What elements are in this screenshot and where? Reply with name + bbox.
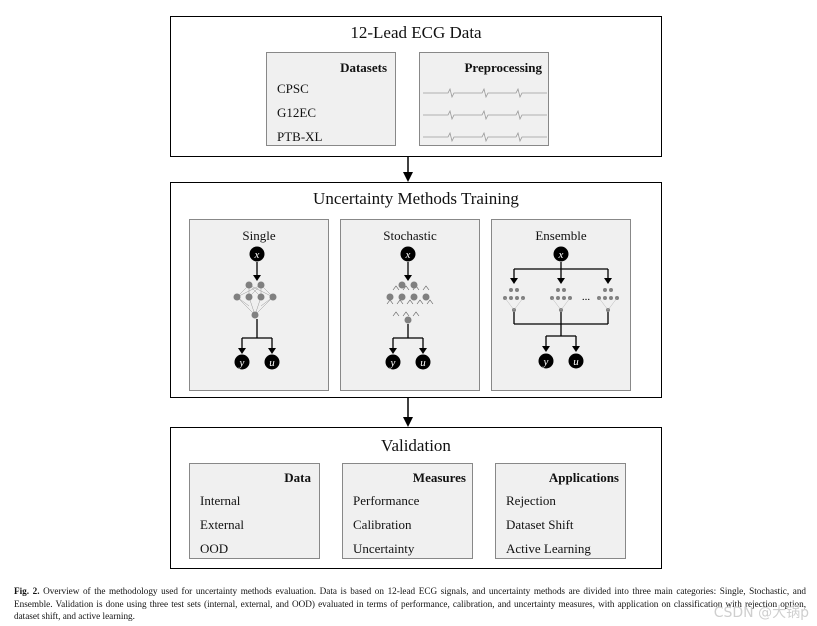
validation-measures-title: Measures [412, 470, 466, 485]
datasets-title: Datasets [340, 60, 387, 75]
output-node-y [385, 354, 401, 370]
input-node-x [400, 246, 416, 262]
validation-applications-title: Applications [548, 470, 619, 485]
training-title: Uncertainty Methods Training [313, 189, 519, 208]
stochastic-method-panel: Stochastic x y u [340, 219, 480, 391]
stochastic-network-diagram: x y u [385, 246, 434, 370]
single-method-title: Single [242, 228, 276, 243]
figure-caption: Fig. 2. Overview of the methodology used… [14, 585, 806, 623]
output-node-y [538, 353, 554, 369]
figure-caption-text: Overview of the methodology used for unc… [14, 586, 806, 621]
preprocessing-title: Preprocessing [464, 60, 542, 75]
dataset-item: G12EC [277, 105, 316, 120]
stochastic-method-title: Stochastic [383, 228, 437, 243]
validation-measures-panel: Measures Performance Calibration Uncerta… [342, 463, 473, 559]
validation-measures-item: Performance [353, 493, 420, 508]
watermark: CSDN @大锅p [713, 605, 809, 621]
ecg-signal-traces [423, 87, 547, 143]
input-node-x [249, 246, 265, 262]
output-node-y [234, 354, 250, 370]
input-label: x [405, 249, 411, 261]
ecg-data-title: 12-Lead ECG Data [350, 23, 482, 42]
dataset-item: CPSC [277, 81, 309, 96]
validation-applications-item: Dataset Shift [506, 517, 574, 532]
preprocessing-panel: Preprocessing [419, 52, 549, 146]
output-node-u [568, 353, 584, 369]
output-label: y [390, 357, 396, 369]
input-node-x [553, 246, 569, 262]
ecg-data-box: 12-Lead ECG Data Datasets CPSC G12EC PTB… [170, 16, 662, 157]
training-box: Uncertainty Methods Training Single x [170, 182, 662, 398]
validation-applications-item: Active Learning [506, 541, 591, 556]
ensemble-method-panel: Ensemble x [491, 219, 631, 391]
output-label: y [543, 356, 549, 368]
ensemble-network-diagram: x ... [503, 246, 619, 369]
validation-measures-item: Calibration [353, 517, 412, 532]
validation-title: Validation [381, 436, 451, 455]
output-node-u [415, 354, 431, 370]
output-label: y [239, 357, 245, 369]
output-label: u [269, 357, 275, 369]
figure-label: Fig. 2. [14, 586, 40, 596]
input-label: x [558, 249, 564, 261]
input-label: x [254, 249, 260, 261]
validation-box: Validation Data Internal External OOD Me… [170, 427, 662, 569]
output-label: u [420, 357, 426, 369]
single-network-diagram: x y u [233, 246, 280, 370]
validation-data-item: External [200, 517, 245, 532]
dataset-item: PTB-XL [277, 129, 323, 144]
validation-data-item: OOD [200, 541, 229, 556]
ensemble-method-title: Ensemble [535, 228, 587, 243]
validation-data-panel: Data Internal External OOD [189, 463, 320, 559]
datasets-panel: Datasets CPSC G12EC PTB-XL [266, 52, 396, 146]
validation-applications-panel: Applications Rejection Dataset Shift Act… [495, 463, 626, 559]
ensemble-ellipsis: ... [582, 291, 591, 303]
single-method-panel: Single x y [189, 219, 329, 391]
output-node-u [264, 354, 280, 370]
validation-applications-item: Rejection [506, 493, 556, 508]
validation-data-item: Internal [200, 493, 241, 508]
output-label: u [573, 356, 579, 368]
validation-data-title: Data [284, 470, 311, 485]
validation-measures-item: Uncertainty [353, 541, 415, 556]
